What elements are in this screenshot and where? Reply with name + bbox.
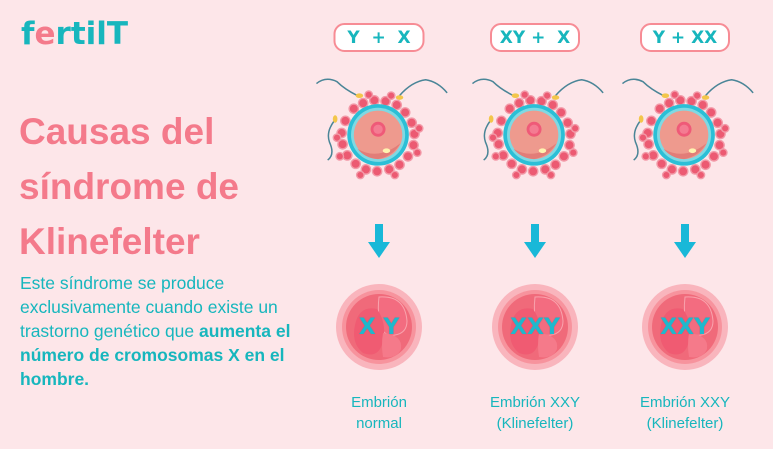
fertilt-logo: fertilT <box>21 16 128 52</box>
title-line: Causas del <box>19 111 215 152</box>
scenario-column-xxy-paternal: XY + X XXY Embrión XXY (Klinefelter) <box>465 0 605 449</box>
title-line: Klinefelter <box>19 221 200 262</box>
scenario-column-xxy-maternal: Y + XX XXY Embrión XXY (Klinefelter) <box>615 0 755 449</box>
embryo-karyotype: X Y <box>358 314 400 340</box>
embryo-karyotype: XXY <box>660 314 710 340</box>
description-bold: aumenta el número de cromosomas X en el … <box>20 321 291 389</box>
embryo-karyotype: XXY <box>510 314 560 340</box>
logo-part: f <box>21 16 35 52</box>
embryo-label: Embrión XXY (Klinefelter) <box>615 392 755 434</box>
description-text: Este síndrome se produce exclusivamente … <box>20 273 278 341</box>
chromosome-combo-pill: XY + X <box>490 23 580 52</box>
label-line: (Klinefelter) <box>646 415 724 432</box>
description: Este síndrome se produce exclusivamente … <box>20 271 310 391</box>
logo-e-sperm: e <box>34 16 56 52</box>
embryo-icon: X Y <box>335 283 423 371</box>
arrow-down-icon <box>524 224 546 258</box>
label-line: Embrión XXY <box>489 394 581 411</box>
chromosome-combo-pill: Y + X <box>333 23 425 52</box>
scenario-column-normal: Y + X X Y Embrión normal <box>309 0 449 449</box>
embryo-label: Embrión normal <box>309 392 449 434</box>
chromosome-combo-pill: Y + XX <box>640 23 730 52</box>
egg-with-sperm-icon <box>471 78 604 180</box>
embryo-label: Embrión XXY (Klinefelter) <box>465 392 605 434</box>
label-line: Embrión XXY <box>639 394 731 411</box>
embryo-icon: XXY <box>491 283 579 371</box>
arrow-down-icon <box>674 224 696 258</box>
page-title: Causas del síndrome de Klinefelter <box>19 104 299 269</box>
egg-with-sperm-icon <box>315 78 448 180</box>
logo-part: rtilT <box>55 16 129 52</box>
label-line: (Klinefelter) <box>496 415 574 432</box>
arrow-down-icon <box>368 224 390 258</box>
label-line: Embrión <box>351 394 407 411</box>
embryo-icon: XXY <box>641 283 729 371</box>
title-line: síndrome de <box>19 166 239 207</box>
egg-with-sperm-icon <box>621 78 754 180</box>
label-line: normal <box>356 415 402 432</box>
